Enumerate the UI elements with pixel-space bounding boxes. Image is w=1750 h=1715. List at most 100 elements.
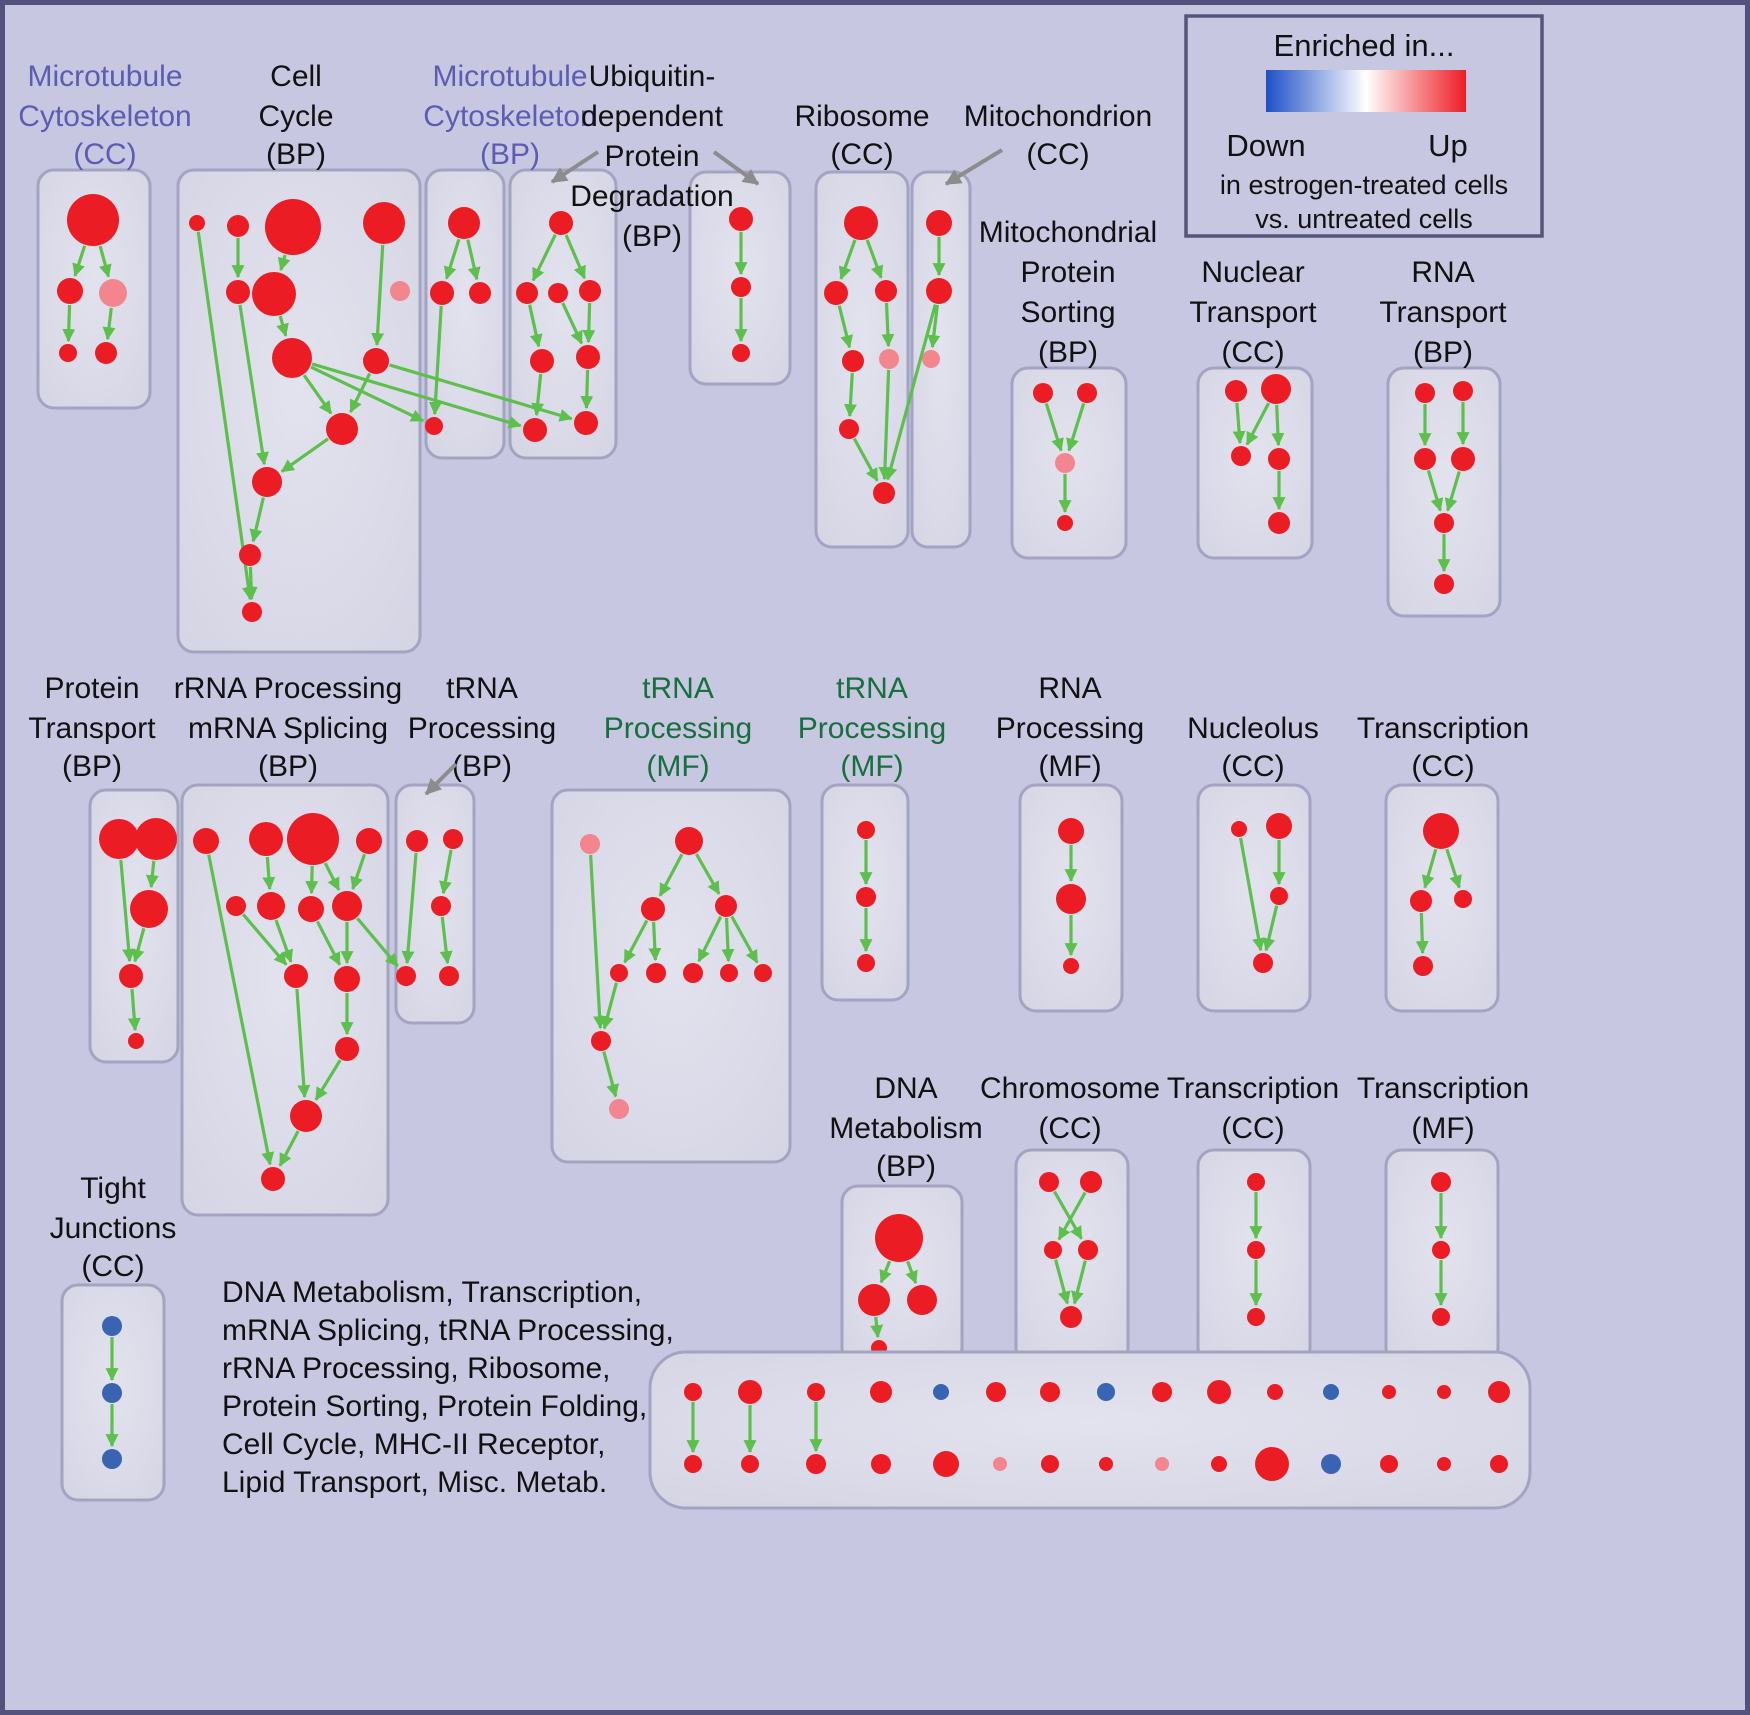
cluster-protein-transport-bp [88, 788, 180, 1064]
cluster-label-line: Protein [1020, 256, 1115, 289]
go-edge [648, 921, 662, 962]
go-node-red [332, 891, 362, 921]
go-node-red [1266, 813, 1292, 839]
go-edge [277, 254, 291, 271]
go-node-red [1453, 381, 1473, 401]
go-edge [1262, 905, 1279, 952]
go-node-red [1267, 1384, 1283, 1400]
go-node-blue [1323, 1384, 1339, 1400]
cluster-label-line: Junctions [50, 1212, 177, 1245]
bottom-note-line: rRNA Processing, Ribosome, [222, 1352, 610, 1385]
go-node-red [1225, 380, 1247, 402]
go-node-red [1039, 1172, 1059, 1192]
cluster-nuclear-transport-cc [1196, 366, 1314, 560]
go-node-red [641, 897, 665, 921]
go-node-red [1231, 821, 1247, 837]
go-edge [589, 854, 607, 1030]
cluster-label-line: mRNA Splicing [188, 712, 388, 745]
go-edge [905, 1260, 918, 1285]
go-edge [305, 865, 319, 895]
go-edge [323, 862, 341, 891]
go-node-red [1451, 447, 1475, 471]
go-node-red [720, 964, 738, 982]
go-node-red [130, 890, 168, 928]
go-node-red [443, 829, 463, 849]
go-edge [401, 852, 418, 965]
go-node-red [824, 281, 848, 305]
go-edge [881, 302, 895, 348]
cluster-label-mitochondrion-cc: Mitochondrion(CC) [964, 100, 1152, 171]
go-node-red [986, 1382, 1006, 1402]
go-node-red [334, 966, 360, 992]
go-node-red [1040, 1382, 1060, 1402]
cluster-label-line: Mitochondrial [979, 216, 1157, 249]
go-node-red [926, 278, 952, 304]
go-node-red [1413, 956, 1433, 976]
go-node-red [425, 417, 443, 435]
go-edge [1054, 1259, 1071, 1305]
go-edge [1421, 848, 1438, 889]
go-node-red [1434, 574, 1454, 594]
go-node-red [1247, 1241, 1265, 1259]
legend-up-label: Up [1428, 128, 1468, 163]
cluster-label-line: (BP) [62, 750, 122, 783]
go-node-red [135, 818, 177, 860]
go-edge [852, 437, 879, 482]
go-edge [276, 315, 289, 337]
go-node-red [574, 411, 598, 435]
go-edge [274, 919, 294, 963]
cluster-label-line: Nucleolus [1187, 712, 1319, 745]
cluster-transcription-cc [1384, 783, 1500, 1013]
cluster-box [1196, 783, 1312, 1013]
go-edge [1232, 402, 1246, 445]
go-node-pink [879, 349, 899, 369]
go-node-red [356, 828, 382, 854]
cluster-box [550, 788, 792, 1164]
cluster-transcription-cc-2 [1196, 1148, 1312, 1366]
cluster-label-line: Ribosome [794, 100, 929, 133]
go-node-red [1268, 448, 1290, 470]
go-edge [302, 374, 333, 415]
go-node-red [646, 963, 666, 983]
cluster-label-line: Processing [996, 712, 1144, 745]
go-node-blue [102, 1449, 122, 1469]
go-node-red [858, 1284, 890, 1316]
go-edge [564, 234, 586, 280]
cluster-label-line: (MF) [840, 750, 903, 783]
cluster-label-line: (CC) [73, 138, 136, 171]
go-edge [311, 362, 522, 429]
go-node-red [738, 1380, 762, 1404]
go-edge [244, 566, 258, 601]
go-edge [439, 916, 453, 965]
cluster-box [424, 168, 506, 460]
cluster-box [1386, 366, 1502, 618]
go-edge [438, 849, 453, 895]
go-node-red [1488, 1381, 1510, 1403]
cluster-trna-processing-bp [394, 783, 476, 1025]
go-node-red [284, 964, 308, 988]
go-node-red [857, 954, 875, 972]
bottom-note-line: Lipid Transport, Misc. Metab. [222, 1466, 607, 1499]
bottom-note: DNA Metabolism, Transcription,mRNA Splic… [222, 1276, 674, 1499]
go-edge [62, 304, 76, 343]
cluster-label-line: (CC) [81, 1250, 144, 1283]
bottom-note-line: mRNA Splicing, tRNA Processing, [222, 1314, 674, 1347]
go-node-pink [99, 279, 127, 307]
go-node-red [806, 1454, 826, 1474]
cluster-label-line: tRNA [642, 672, 714, 705]
cluster-label-line: Cytoskeleton [18, 100, 191, 133]
go-edge [695, 853, 721, 895]
go-node-red [1078, 1240, 1098, 1260]
go-node-red [363, 202, 405, 244]
cluster-label-line: (CC) [1038, 1112, 1101, 1145]
go-edge [878, 369, 892, 481]
go-edge [72, 245, 87, 277]
go-edge [249, 497, 265, 543]
go-node-red [1490, 1455, 1508, 1473]
legend-down-label: Down [1226, 128, 1305, 163]
go-node-pink [580, 834, 600, 854]
go-edge [280, 437, 330, 473]
